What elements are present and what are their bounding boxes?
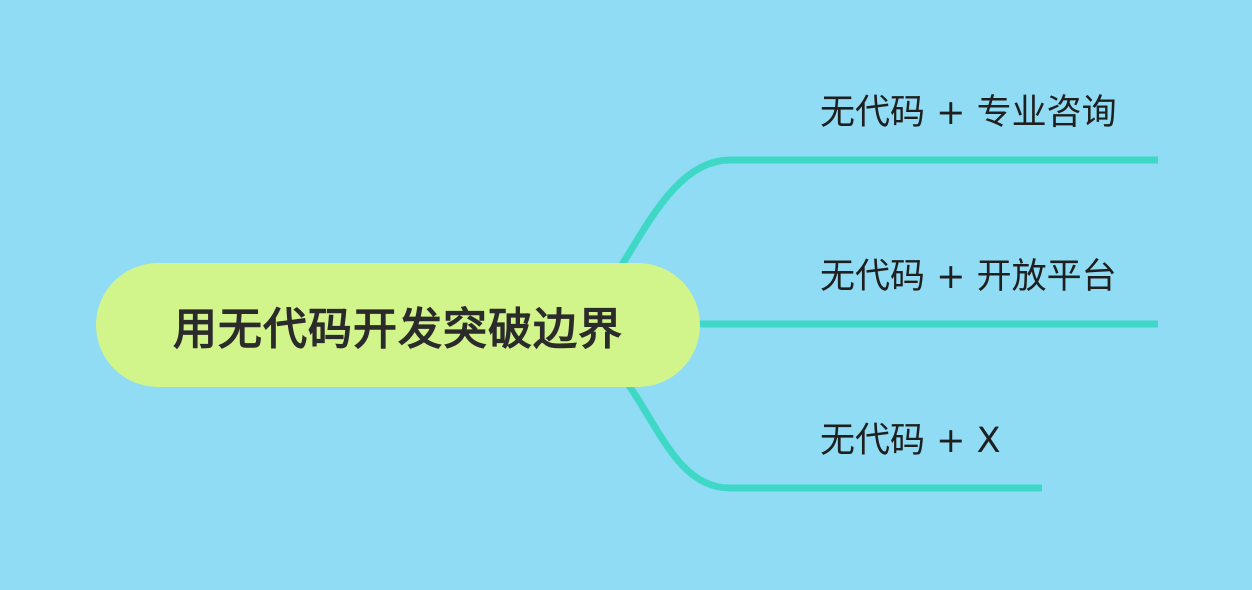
branch-topic-1[interactable]: 无代码 + 专业咨询 (820, 93, 1117, 133)
branch-topic-2[interactable]: 无代码 + 开放平台 (820, 257, 1117, 297)
root-topic-node[interactable]: 用无代码开发突破边界 (96, 263, 700, 387)
root-topic-label: 用无代码开发突破边界 (173, 304, 623, 355)
connector-branch-1 (617, 156, 1158, 270)
connector-branch-3 (625, 382, 1042, 492)
branch-topic-3[interactable]: 无代码 + X (820, 421, 1001, 461)
